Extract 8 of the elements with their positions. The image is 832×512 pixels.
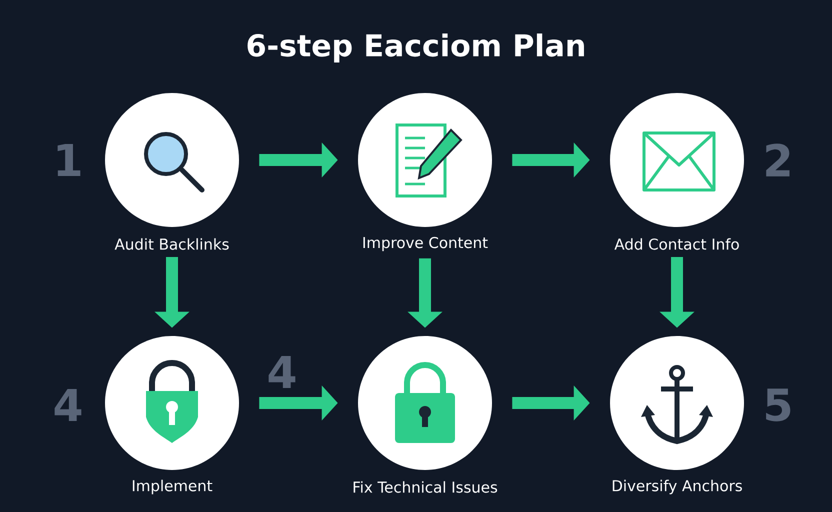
node-label: Audit Backlinks: [114, 238, 229, 250]
title: 6-step Eacciom Plan: [248, 34, 584, 63]
node-label: Add Contact Info: [614, 238, 739, 250]
node-label: Implement: [132, 480, 212, 494]
node-label: Improve Content: [363, 236, 488, 252]
node-label: Fix Technical Issues: [354, 481, 498, 493]
node-label: Diversify Anchors: [612, 480, 742, 494]
step-number: 4: [268, 356, 296, 388]
